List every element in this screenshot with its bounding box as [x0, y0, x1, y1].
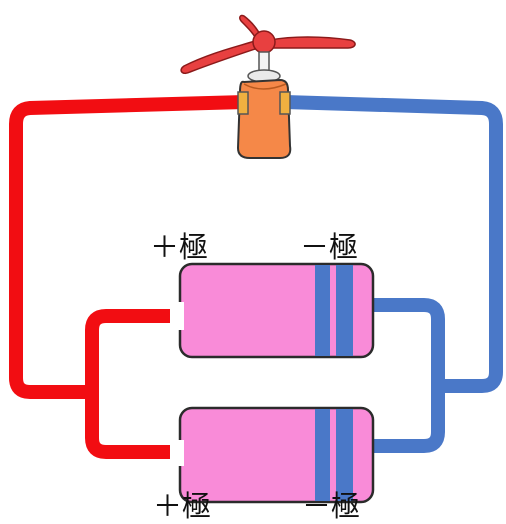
top-battery-positive-label: ＋極 [150, 230, 209, 264]
negative-wire-main [284, 95, 503, 393]
bottom-battery-negative-label: －極 [302, 489, 361, 523]
battery-bottom [170, 406, 375, 504]
positive-wire-branch [85, 309, 180, 459]
bottom-battery-positive-label: ＋極 [153, 489, 212, 523]
battery-top [170, 262, 375, 359]
top-battery-negative-label: －極 [300, 230, 359, 264]
motor-with-propeller-icon [180, 14, 356, 159]
positive-wire-main [9, 95, 246, 399]
negative-wire-branch [372, 298, 445, 453]
